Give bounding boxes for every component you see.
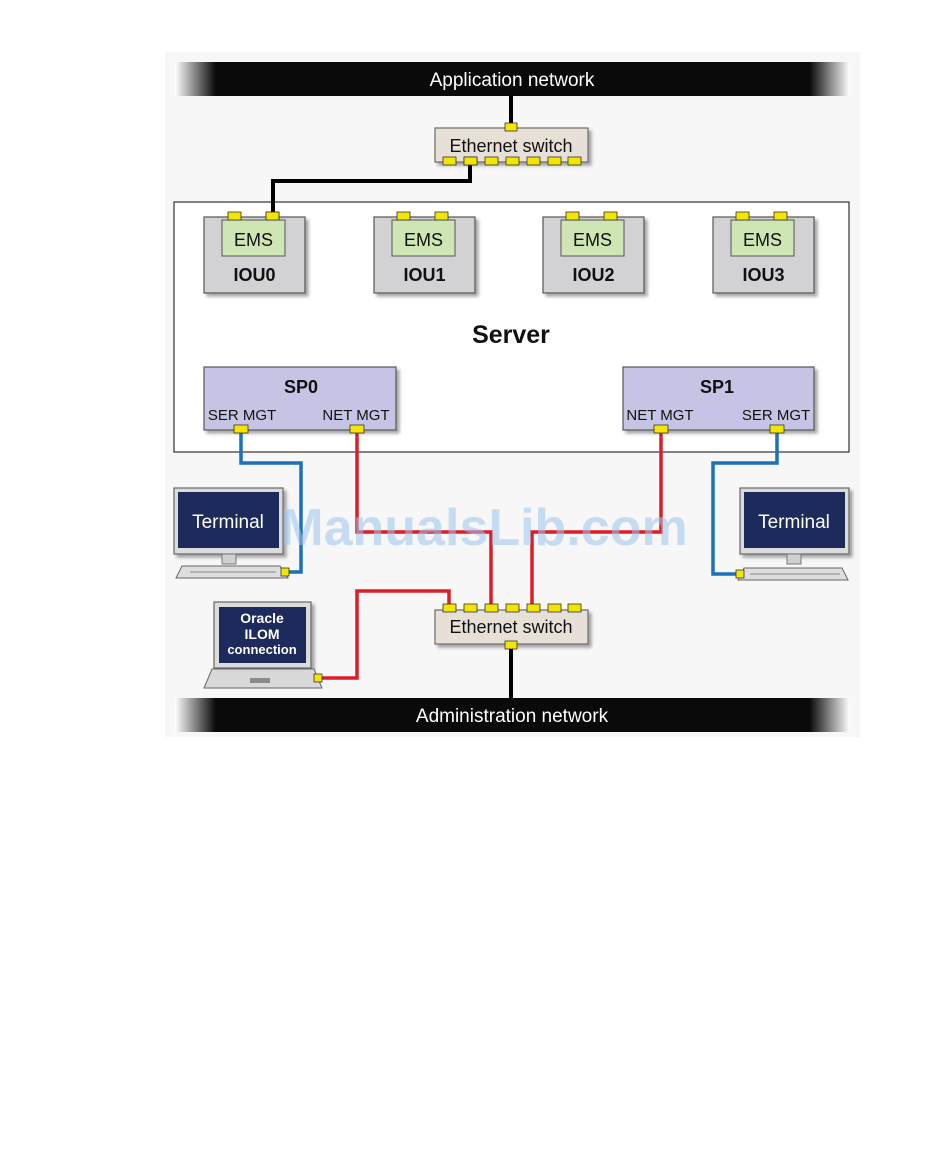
server-label: Server bbox=[472, 321, 550, 349]
laptop: Oracle ILOM connection bbox=[204, 602, 322, 688]
iou-label: IOU3 bbox=[742, 265, 784, 285]
switch-port bbox=[485, 604, 498, 612]
ems-port bbox=[397, 212, 410, 220]
ser-mgt-label: SER MGT bbox=[208, 407, 276, 424]
switch-port bbox=[568, 157, 581, 165]
iou-label: IOU2 bbox=[572, 265, 614, 285]
administration-network-label: Administration network bbox=[416, 706, 609, 727]
switch-port bbox=[485, 157, 498, 165]
terminal-label: Terminal bbox=[758, 512, 830, 533]
serial-port bbox=[736, 570, 744, 578]
ems-label: EMS bbox=[404, 230, 443, 250]
switch-port bbox=[443, 604, 456, 612]
switch-port bbox=[443, 157, 456, 165]
serial-port bbox=[281, 568, 289, 576]
iou-label: IOU0 bbox=[233, 265, 275, 285]
switch-port bbox=[568, 604, 581, 612]
switch-port bbox=[506, 157, 519, 165]
terminal-label: Terminal bbox=[192, 512, 264, 533]
laptop-label-line1: Oracle bbox=[240, 610, 284, 626]
switch-port bbox=[506, 604, 519, 612]
laptop-label-line2: ILOM bbox=[245, 626, 280, 642]
ems-port bbox=[566, 212, 579, 220]
service-processor-0: SP0 SER MGT NET MGT bbox=[204, 367, 396, 430]
iou-module-1: EMS IOU1 bbox=[374, 212, 475, 293]
top-ethernet-switch: Ethernet switch bbox=[435, 123, 588, 165]
switch-port bbox=[464, 604, 477, 612]
ems-label: EMS bbox=[573, 230, 612, 250]
bottom-ethernet-switch: Ethernet switch bbox=[435, 604, 588, 649]
bottom-switch-ports bbox=[443, 604, 581, 612]
net-mgt-label: NET MGT bbox=[322, 407, 389, 424]
ems-port bbox=[604, 212, 617, 220]
switch-port bbox=[548, 604, 561, 612]
switch-port-active bbox=[464, 157, 477, 165]
net-mgt-port bbox=[350, 425, 364, 433]
ser-mgt-port bbox=[770, 425, 784, 433]
sp-label: SP0 bbox=[284, 377, 318, 397]
net-mgt-label: NET MGT bbox=[626, 407, 693, 424]
ems-port bbox=[736, 212, 749, 220]
ems-port bbox=[228, 212, 241, 220]
switch-port bbox=[527, 157, 540, 165]
watermark: ManualsLib.com bbox=[280, 499, 687, 557]
ser-mgt-label: SER MGT bbox=[742, 407, 810, 424]
laptop-net-port bbox=[314, 674, 322, 682]
administration-network-bar: Administration network bbox=[175, 698, 850, 732]
service-processor-1: SP1 NET MGT SER MGT bbox=[623, 367, 814, 430]
laptop-label-line3: connection bbox=[227, 642, 296, 657]
application-network-label: Application network bbox=[430, 70, 595, 91]
ems-port bbox=[774, 212, 787, 220]
iou-label: IOU1 bbox=[403, 265, 445, 285]
iou-module-0: EMS IOU0 bbox=[204, 212, 305, 293]
switch-port bbox=[527, 604, 540, 612]
switch-uplink-port bbox=[505, 641, 517, 649]
iou-module-3: EMS IOU3 bbox=[713, 212, 814, 293]
iou-module-2: EMS IOU2 bbox=[543, 212, 644, 293]
net-mgt-port bbox=[654, 425, 668, 433]
switch-uplink-port bbox=[505, 123, 517, 131]
sp-label: SP1 bbox=[700, 377, 734, 397]
bottom-switch-label: Ethernet switch bbox=[449, 617, 572, 637]
ems-label: EMS bbox=[234, 230, 273, 250]
top-switch-label: Ethernet switch bbox=[449, 136, 572, 156]
ems-label: EMS bbox=[743, 230, 782, 250]
switch-port bbox=[548, 157, 561, 165]
ems-port-active bbox=[266, 212, 279, 220]
ems-port bbox=[435, 212, 448, 220]
application-network-bar: Application network bbox=[175, 62, 850, 96]
ser-mgt-port bbox=[234, 425, 248, 433]
